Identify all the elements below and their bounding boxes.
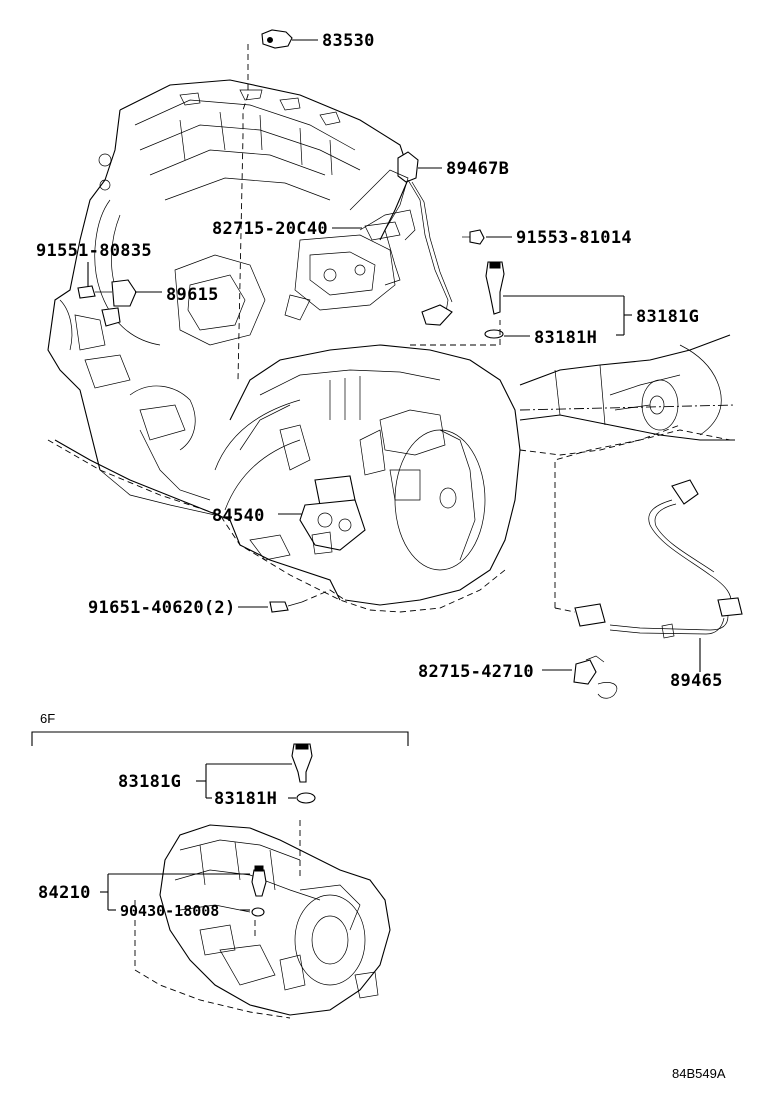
part-83181G-bottom: 83181G bbox=[118, 743, 313, 799]
label-91553-81014: 91553-81014 bbox=[516, 228, 632, 248]
label-90430-18008: 90430-18008 bbox=[120, 902, 219, 920]
part-82715-20C40: 82715-20C40 bbox=[212, 219, 401, 241]
part-84540: 84540 bbox=[212, 475, 366, 555]
part-90430-18008: 90430-18008 bbox=[120, 902, 265, 920]
transaxle-assembly-illustration bbox=[47, 79, 736, 613]
label-91651-40620: 91651-40620(2) bbox=[88, 598, 236, 618]
part-89465: 89465 bbox=[554, 424, 743, 691]
part-83530: 83530 bbox=[237, 29, 375, 381]
label-89465: 89465 bbox=[670, 671, 723, 691]
label-89615: 89615 bbox=[166, 285, 219, 305]
variant-6F-section: 6F bbox=[31, 711, 409, 746]
part-82715-42710: 82715-42710 bbox=[418, 655, 618, 699]
part-89467B: 89467B bbox=[349, 151, 509, 326]
label-84540: 84540 bbox=[212, 506, 265, 526]
label-83181H-bottom: 83181H bbox=[214, 789, 277, 809]
part-83181H-bottom: 83181H bbox=[214, 789, 316, 809]
label-83181G-bottom: 83181G bbox=[118, 772, 181, 792]
label-84210: 84210 bbox=[38, 883, 91, 903]
label-91551-80835: 91551-80835 bbox=[36, 241, 152, 261]
part-89615: 89615 bbox=[101, 279, 219, 327]
variant-label: 6F bbox=[40, 711, 55, 726]
part-83181H-top: 83181H bbox=[410, 320, 597, 348]
part-83181G-top: 83181G bbox=[485, 261, 699, 336]
label-83530: 83530 bbox=[322, 31, 375, 51]
part-91553-81014: 91553-81014 bbox=[462, 228, 632, 248]
label-82715-42710: 82715-42710 bbox=[418, 662, 534, 682]
figure-code: 84B549A bbox=[672, 1066, 726, 1081]
part-84210: 84210 bbox=[38, 865, 267, 911]
part-91551-80835: 91551-80835 bbox=[36, 241, 152, 299]
label-89467B: 89467B bbox=[446, 159, 509, 179]
part-91651-40620: 91651-40620(2) bbox=[88, 589, 346, 618]
label-83181H-top: 83181H bbox=[534, 328, 597, 348]
label-83181G-top: 83181G bbox=[636, 307, 699, 327]
manual-transaxle-illustration bbox=[134, 820, 391, 1019]
label-82715-20C40: 82715-20C40 bbox=[212, 219, 328, 239]
